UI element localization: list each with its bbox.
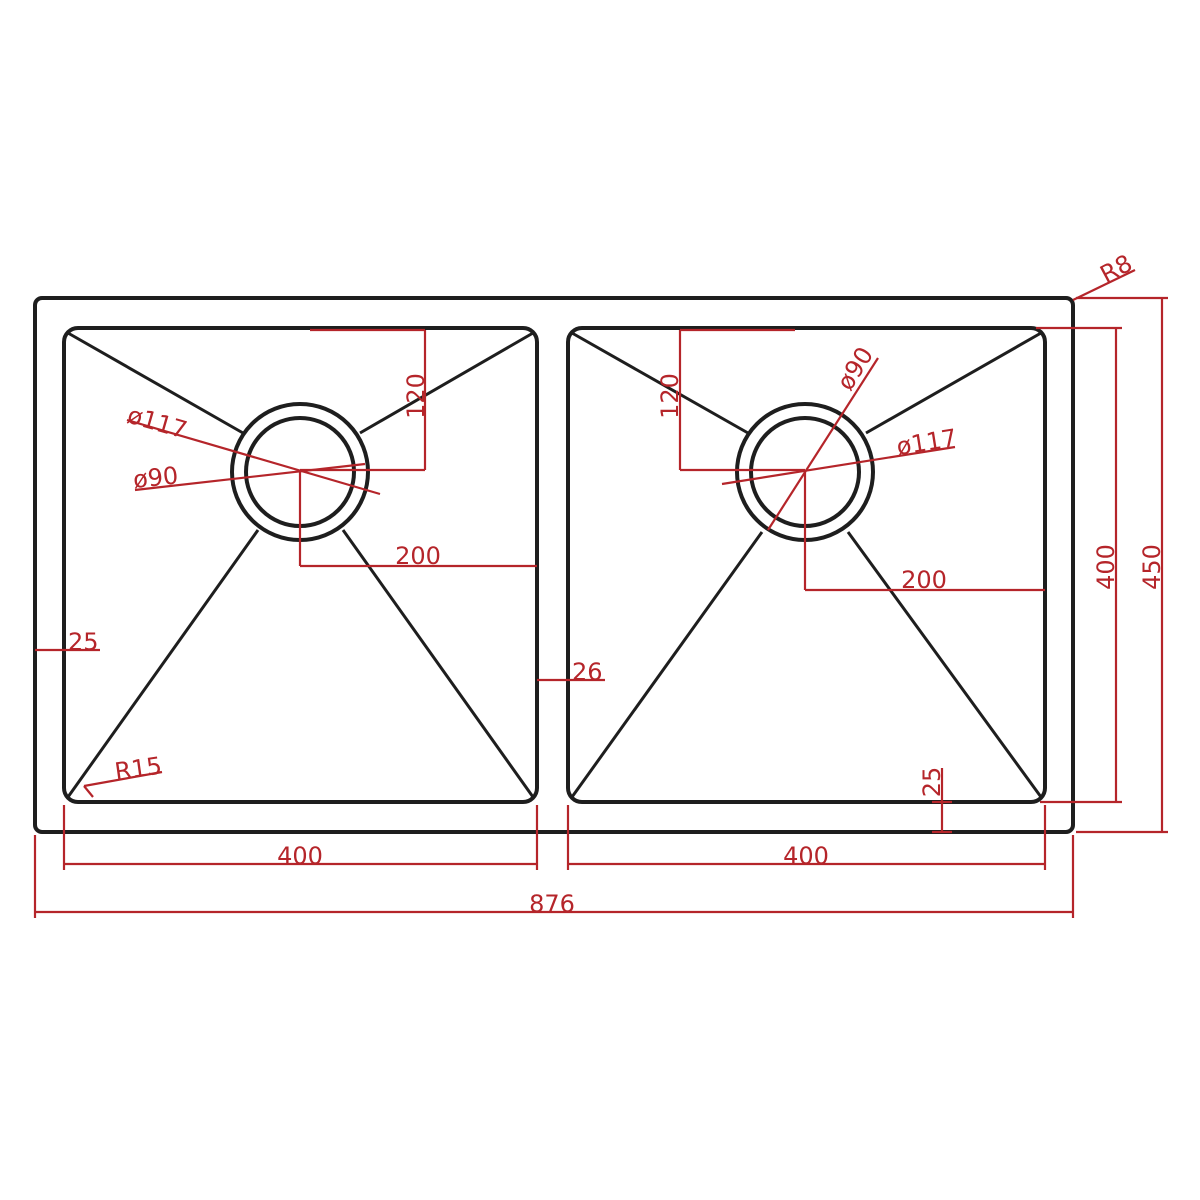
r15-label: R15	[113, 752, 164, 786]
right-drain-outer-dia-leader	[721, 445, 956, 486]
right-bowl	[566, 326, 1047, 804]
divider-label: 26	[572, 658, 603, 686]
right-drain-outer-dia-label: ø117	[895, 424, 959, 461]
right-drain-offset-y-label: 120	[656, 373, 684, 419]
edge-left-label: 25	[68, 628, 99, 656]
r8-label: R8	[1096, 249, 1137, 289]
right-bowl-outline	[566, 326, 1047, 804]
left-drain-offset-x-label: 200	[395, 542, 441, 570]
overall-width-label: 876	[529, 890, 575, 918]
edge-bottom-label: 25	[918, 767, 946, 798]
left-bowl-ridge-bottom-left	[66, 529, 260, 798]
left-bowl-ridge-bottom-right	[341, 529, 535, 798]
r8-leader	[1072, 269, 1136, 301]
right-bowl-ridge-bottom-left	[570, 531, 764, 798]
left-drain-inner-dia-leader	[134, 462, 366, 492]
left-drain-outer-dia-label: ø117	[124, 401, 190, 445]
right-bowl-width-label: 400	[783, 842, 829, 870]
left-bowl-width-label: 400	[277, 842, 323, 870]
r15-leader-tick	[83, 785, 94, 798]
dimension-lines	[33, 269, 1168, 918]
right-bowl-ridge-top-right	[865, 331, 1042, 435]
right-bowl-ridge-top-left	[571, 331, 749, 435]
bowl-depth-label: 400	[1092, 544, 1120, 590]
left-drain-offset-y-label: 120	[402, 373, 430, 419]
left-drain-outer-dia-leader	[126, 418, 381, 496]
left-bowl-ridge-top-left	[67, 331, 244, 435]
left-drain-inner-dia-label: ø90	[132, 461, 180, 494]
left-bowl-ridge-top-right	[359, 331, 534, 435]
overall-depth-label: 450	[1138, 544, 1166, 590]
right-drain-inner-dia-leader	[767, 357, 879, 531]
dimension-labels: R8 876 400 400 450 400 25 26 R15 25 120 …	[68, 249, 1166, 918]
right-drain-offset-x-label: 200	[901, 566, 947, 594]
right-bowl-ridge-bottom-right	[846, 531, 1043, 798]
sink-outer-outline	[33, 296, 1075, 834]
r15-leader	[83, 770, 163, 788]
